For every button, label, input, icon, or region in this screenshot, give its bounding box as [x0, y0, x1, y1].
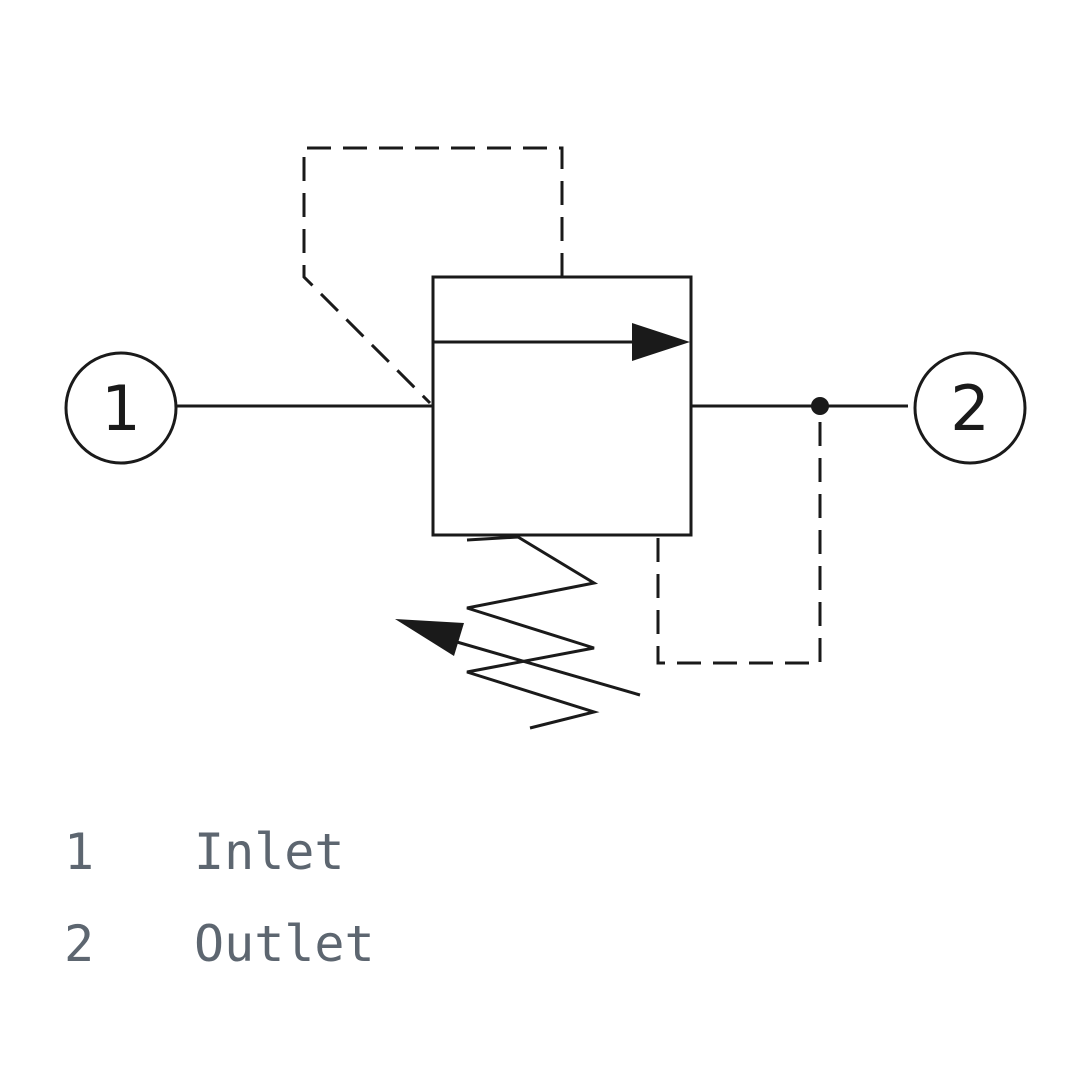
port-2-circle	[913, 351, 1027, 465]
port-1-label: 1	[101, 372, 140, 445]
port-2-label: 2	[950, 372, 989, 445]
legend-description: Outlet	[194, 915, 375, 973]
adjust-arrow-head	[395, 619, 464, 656]
port-1-circle	[64, 351, 178, 465]
legend: 1 Inlet 2 Outlet	[64, 806, 375, 990]
pilot-line-top	[302, 146, 564, 405]
legend-item-inlet: 1 Inlet	[64, 806, 375, 898]
spring	[466, 535, 600, 730]
pilot-line-bottom	[656, 410, 822, 665]
valve-body	[431, 275, 693, 537]
legend-number: 2	[64, 915, 95, 973]
legend-number: 1	[64, 823, 95, 881]
adjust-arrow-line	[449, 638, 641, 697]
legend-item-outlet: 2 Outlet	[64, 898, 375, 990]
legend-description: Inlet	[194, 823, 345, 881]
flow-arrow-head	[632, 323, 690, 361]
junction-dot	[811, 397, 829, 415]
